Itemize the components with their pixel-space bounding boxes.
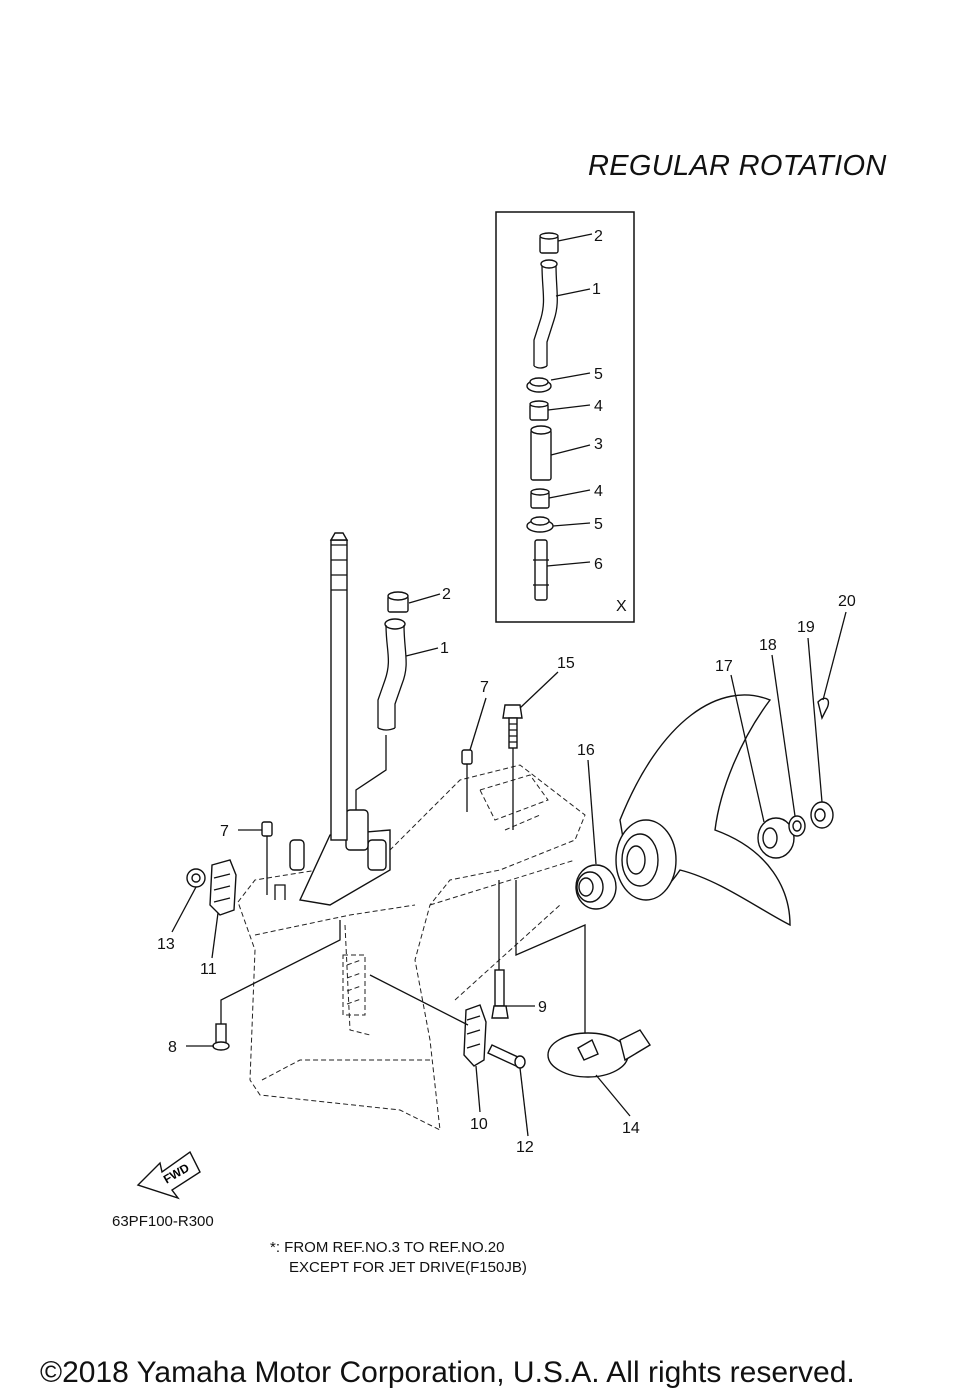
inset-part-3-guide[interactable] (530, 425, 552, 481)
drive-shaft[interactable] (329, 532, 349, 841)
inset-callout-4b: 4 (594, 483, 603, 500)
inset-detail-x: X (495, 211, 635, 623)
callout-12: 12 (516, 1139, 534, 1156)
callout-7-left: 7 (220, 823, 229, 840)
callout-20: 20 (838, 593, 856, 610)
propeller[interactable] (615, 694, 791, 927)
lower-unit-housing (237, 532, 586, 1131)
part-12-screw[interactable] (487, 1044, 526, 1069)
applicability-note: *: FROM REF.NO.3 TO REF.NO.20 EXCEPT FOR… (270, 1238, 527, 1278)
part-1-water-tube[interactable] (355, 618, 407, 810)
part-17-spacer[interactable] (757, 817, 795, 859)
inset-part-2-sleeve[interactable] (539, 232, 559, 254)
fwd-arrow-icon: FWD (136, 1150, 201, 1200)
part-19-nut[interactable] (810, 801, 834, 829)
part-20-cotter-pin[interactable] (817, 697, 830, 721)
callout-8: 8 (168, 1039, 177, 1056)
inset-part-4-grommet-bottom[interactable] (530, 488, 550, 509)
callout-10: 10 (470, 1116, 488, 1133)
inset-callout-5: 5 (594, 366, 603, 383)
callout-15: 15 (557, 655, 575, 672)
main-leaders (171, 593, 847, 1137)
callout-11: 11 (200, 961, 217, 978)
callout-16: 16 (577, 742, 595, 759)
drawing-code: 63PF100-R300 (112, 1213, 214, 1230)
part-7-dowel-upper[interactable] (461, 749, 473, 812)
inset-callout-2: 2 (594, 228, 603, 245)
inset-part-5-seal-top[interactable] (526, 377, 552, 393)
inset-callout-5b: 5 (594, 516, 603, 533)
inset-part-4-grommet-top[interactable] (529, 400, 549, 421)
callout-19: 19 (797, 619, 815, 636)
callout-1: 1 (440, 640, 449, 657)
inset-callout-1: 1 (592, 281, 601, 298)
callout-17: 17 (715, 658, 733, 675)
part-15-bolt[interactable] (502, 704, 586, 1040)
part-11-anode[interactable] (209, 859, 237, 916)
callout-14: 14 (622, 1120, 640, 1137)
main-callouts: 2 1 7 15 16 17 18 19 20 7 13 11 9 8 10 1… (157, 586, 856, 1156)
inset-callouts: 2 1 5 4 3 4 5 6 (592, 228, 603, 573)
part-2-sleeve[interactable] (387, 591, 409, 613)
note-line-1: *: FROM REF.NO.3 TO REF.NO.20 (270, 1239, 505, 1256)
part-10-anode[interactable] (369, 974, 487, 1067)
callout-9: 9 (538, 999, 547, 1016)
callout-18: 18 (759, 637, 777, 654)
part-13-nut[interactable] (186, 868, 206, 888)
part-14-trim-tab[interactable] (547, 1029, 651, 1078)
callout-13: 13 (157, 936, 175, 953)
note-line-2: EXCEPT FOR JET DRIVE(F150JB) (289, 1259, 527, 1276)
inset-part-1-tube[interactable] (533, 259, 558, 369)
copyright-notice: ©2018 Yamaha Motor Corporation, U.S.A. A… (40, 1356, 855, 1389)
callout-2: 2 (442, 586, 451, 603)
part-18-washer[interactable] (788, 815, 806, 837)
inset-frame (495, 211, 635, 623)
callout-7-upper: 7 (480, 679, 489, 696)
part-7-dowel-left[interactable] (261, 821, 273, 895)
inset-callout-3: 3 (594, 436, 603, 453)
part-16-thrust-washer[interactable] (575, 864, 617, 910)
inset-leaders (546, 233, 593, 567)
inset-label: X (616, 598, 627, 615)
part-9-bolt[interactable] (491, 880, 509, 1019)
part-8-bolt[interactable] (212, 920, 341, 1051)
inset-part-6-pipe[interactable] (533, 539, 549, 601)
diagram-title: REGULAR ROTATION (588, 150, 887, 182)
inset-part-5-seal-bottom[interactable] (526, 516, 554, 533)
inset-callout-4: 4 (594, 398, 603, 415)
inset-callout-6: 6 (594, 556, 603, 573)
